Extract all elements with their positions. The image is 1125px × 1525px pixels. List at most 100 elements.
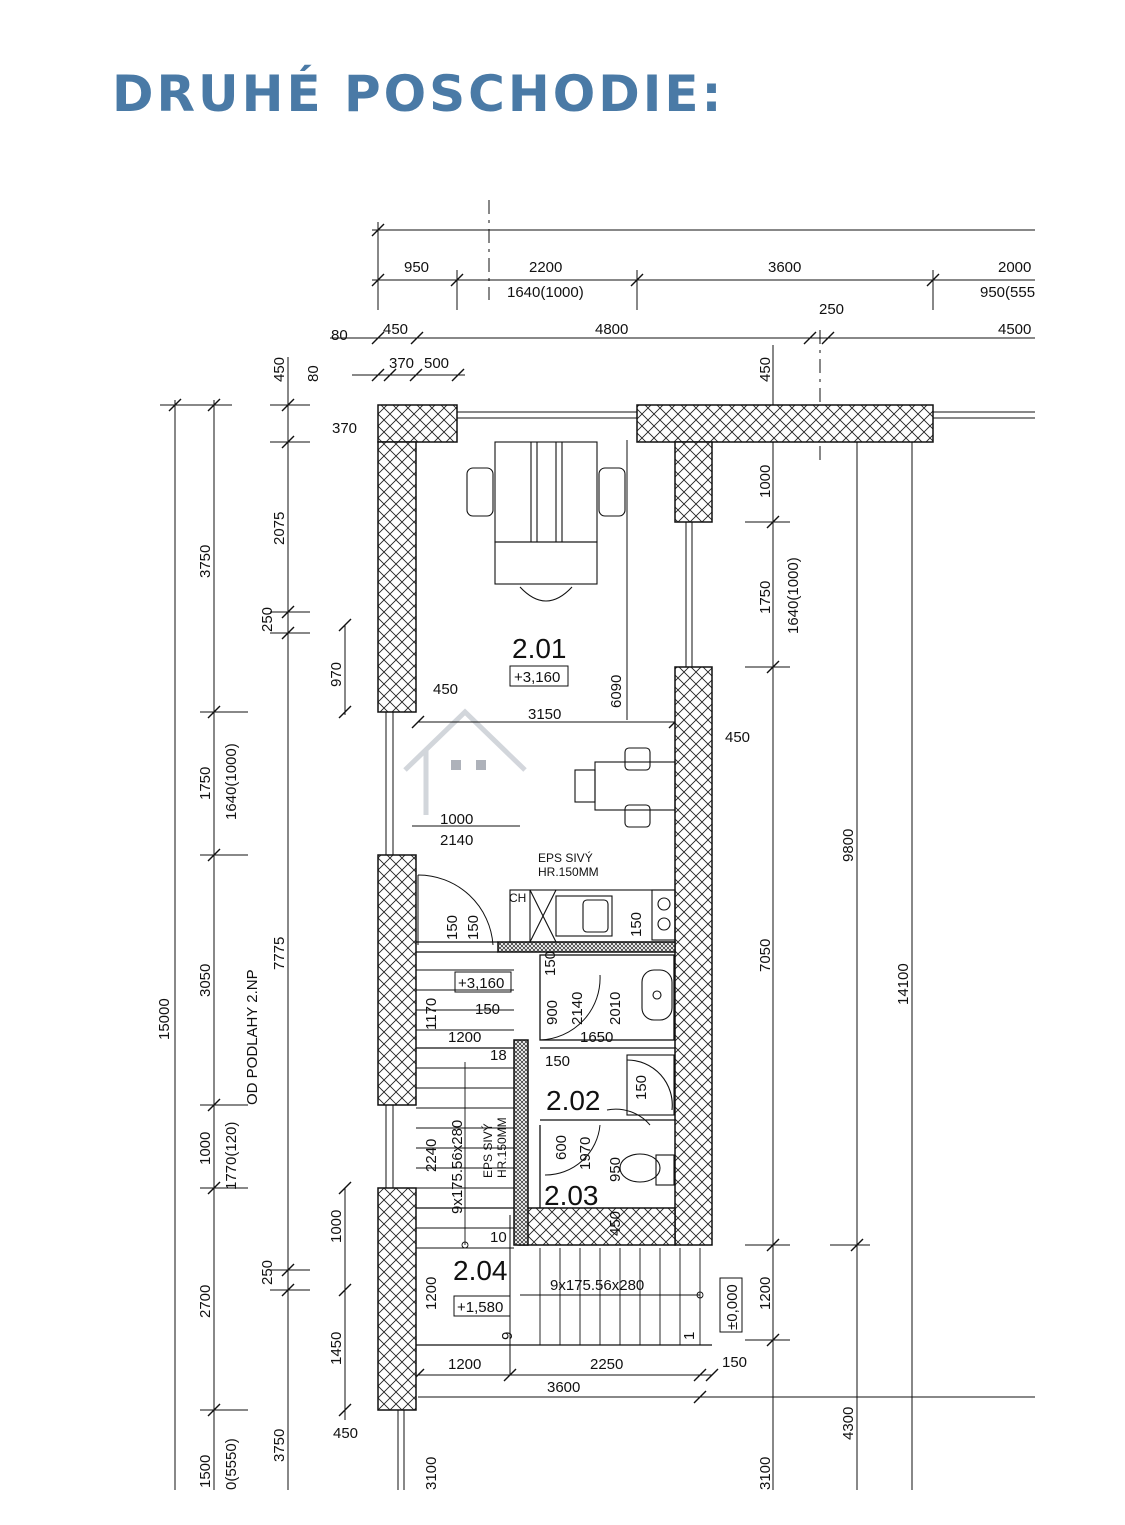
dim-right-7050: 7050: [757, 939, 774, 972]
dim-inner-2240: 2240: [423, 1139, 440, 1172]
dim-right-14100: 14100: [895, 963, 912, 1005]
dim-top-1640: 1640(1000): [507, 284, 584, 301]
dim-right-1000: 1000: [757, 465, 774, 498]
page-title: DRUHÉ POSCHODIE:: [112, 65, 725, 123]
dim-right-4300: 4300: [840, 1407, 857, 1440]
window-lines: [385, 411, 1035, 1490]
dim-inner-1200b: 1200: [423, 1277, 440, 1310]
dim-left-1000: 1000: [197, 1132, 214, 1165]
dim-left-370: 370: [332, 420, 357, 437]
dim-inner-1170: 1170: [423, 998, 440, 1030]
level-2-01: +3,160: [514, 669, 560, 686]
dim-left-0-5550: 0(5550): [223, 1438, 240, 1490]
dim-inner-150c: 150: [628, 912, 645, 937]
dim-inner-1200c: 1200: [448, 1356, 481, 1373]
dim-inner-1: 1: [681, 1332, 698, 1340]
note-floor-ref: OD PODLAHY 2.NP: [244, 969, 261, 1105]
dim-inner-450c: 450: [607, 1211, 624, 1236]
dim-top-4500: 4500: [998, 321, 1031, 338]
dim-inner-450a: 450: [433, 681, 458, 698]
room-label-2-02: 2.02: [546, 1085, 601, 1116]
dim-right-1750: 1750: [757, 581, 774, 614]
dim-left-250b: 250: [259, 1260, 276, 1285]
dim-left-2700: 2700: [197, 1285, 214, 1318]
dim-left-3750b: 3750: [271, 1429, 288, 1462]
dim-inner-2140: 2140: [440, 832, 473, 849]
dim-left-1640: 1640(1000): [223, 743, 240, 820]
dim-inner-6090: 6090: [608, 675, 625, 708]
note-eps-top-1: EPS SIVÝ: [538, 850, 593, 865]
dim-inner-1200a: 1200: [448, 1029, 481, 1046]
stairs-upper-label: 9x175.56x280: [449, 1120, 466, 1214]
walls: [377, 404, 934, 1411]
level-2-04: +1,580: [457, 1299, 503, 1316]
dim-left-7775: 7775: [271, 937, 288, 970]
dim-inner-950: 950: [607, 1157, 624, 1182]
dim-inner-18: 18: [490, 1047, 507, 1064]
dim-top-500: 500: [424, 355, 449, 372]
dim-left-1000b: 1000: [328, 1210, 345, 1243]
dim-top-370: 370: [389, 355, 414, 372]
dim-inner-2010: 2010: [607, 992, 624, 1025]
level-ground: ±0,000: [724, 1284, 741, 1330]
dim-inner-600: 600: [553, 1135, 570, 1160]
level-boxes: [453, 665, 743, 1333]
dim-right-3100: 3100: [757, 1457, 774, 1490]
dim-inner-3150: 3150: [528, 706, 561, 723]
dim-left-3750: 3750: [197, 545, 214, 578]
dim-right-9800: 9800: [840, 829, 857, 862]
dim-inner-2250: 2250: [590, 1356, 623, 1373]
doors: [417, 874, 651, 1176]
dim-inner-1650: 1650: [580, 1029, 613, 1046]
note-eps-top-2: HR.150MM: [538, 865, 599, 879]
dim-right-1640: 1640(1000): [785, 557, 802, 634]
dimension-ticks: [168, 223, 940, 1417]
dim-left-2075: 2075: [271, 512, 288, 545]
dim-inner-150g: 150: [722, 1354, 747, 1371]
dim-top-4800: 4800: [595, 321, 628, 338]
dim-left-1450: 1450: [328, 1332, 345, 1365]
dim-left-1770: 1770(120): [223, 1122, 240, 1190]
dim-left-total: 15000: [156, 998, 173, 1040]
dim-inner-150b: 150: [465, 915, 482, 940]
dim-left-450: 450: [271, 357, 288, 382]
dim-left-250a: 250: [259, 607, 276, 632]
room-label-2-04: 2.04: [453, 1255, 508, 1286]
dim-left-970: 970: [328, 662, 345, 687]
note-eps-side-1: EPS SIVÝ: [480, 1123, 495, 1178]
dim-inner-1000: 1000: [440, 811, 473, 828]
dim-top-2200: 2200: [529, 259, 562, 276]
dim-inner-3100: 3100: [423, 1457, 440, 1490]
dim-left-80: 80: [305, 365, 322, 382]
dim-top-3600: 3600: [768, 259, 801, 276]
dim-left-1500: 1500: [197, 1455, 214, 1488]
dim-right-1200: 1200: [757, 1277, 774, 1310]
dim-left-450b: 450: [333, 1425, 358, 1442]
watermark-house-icon: [403, 708, 527, 815]
interior-partitions: [416, 941, 712, 1346]
note-ch: CH: [509, 891, 526, 905]
dim-left-3050: 3050: [197, 964, 214, 997]
dim-top-450: 450: [383, 321, 408, 338]
dim-left-1750: 1750: [197, 767, 214, 800]
dim-inner-3600: 3600: [547, 1379, 580, 1396]
dim-inner-1970: 1970: [577, 1137, 594, 1170]
dim-top-80: 80: [331, 327, 348, 344]
dim-right-450: 450: [757, 357, 774, 382]
dim-top-250: 250: [819, 301, 844, 318]
furniture: [466, 441, 676, 1186]
dim-inner-9: 9: [499, 1332, 516, 1340]
dim-top-950: 950: [404, 259, 429, 276]
dim-top-950b: 950(555: [980, 284, 1035, 301]
dim-inner-450b: 450: [725, 729, 750, 746]
level-stair-landing: +3,160: [458, 975, 504, 992]
dim-inner-150a: 150: [444, 915, 461, 940]
dim-inner-150e: 150: [475, 1001, 500, 1018]
dim-inner-150f: 150: [545, 1053, 570, 1070]
dim-inner-150d: 150: [542, 951, 559, 976]
dim-inner-900: 900: [544, 1000, 561, 1025]
room-label-2-03: 2.03: [544, 1180, 599, 1211]
dim-inner-2140b: 2140: [569, 992, 586, 1025]
stairs-lower-label: 9x175.56x280: [550, 1277, 644, 1294]
